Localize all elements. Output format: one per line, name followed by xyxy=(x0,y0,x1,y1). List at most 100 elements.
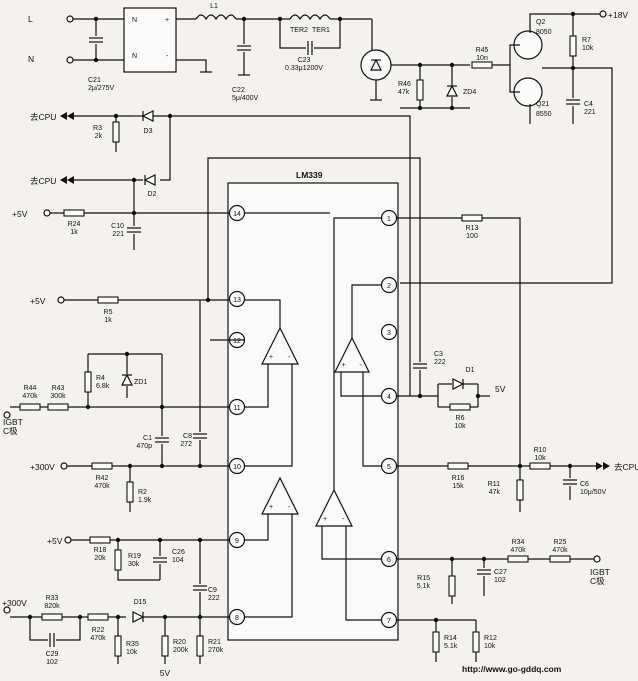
junction-dot xyxy=(131,210,137,216)
value-c22: 5μ/400V xyxy=(232,95,259,102)
ref-r14: R14 xyxy=(444,635,457,642)
ic-pin-13 xyxy=(228,290,246,308)
ic-name-label: LM339 xyxy=(296,170,323,180)
ref-c27: C27 xyxy=(494,569,507,576)
ref-r5: R5 xyxy=(104,309,113,316)
junction-dot xyxy=(337,16,343,22)
junction-dot xyxy=(277,16,283,22)
ref-r2: R2 xyxy=(138,489,147,496)
value-r21: 270k xyxy=(208,647,224,654)
terminal-circle xyxy=(593,555,601,563)
ref-c21: C21 xyxy=(88,77,101,84)
wire xyxy=(345,526,382,621)
resistor-body xyxy=(447,462,469,470)
ref-l1: L1 xyxy=(210,3,218,10)
resistor-r20 xyxy=(161,635,169,657)
resistor-body xyxy=(84,371,92,393)
terminal-5v-label-4: 5V xyxy=(160,668,171,678)
diode-triangle xyxy=(143,174,156,186)
terminal-circle xyxy=(3,411,11,419)
ref-ter2: TER2 xyxy=(290,27,308,34)
ref-c9: C9 xyxy=(208,587,217,594)
ref-r44: R44 xyxy=(24,385,37,392)
ref-zd4: ZD4 xyxy=(463,89,476,96)
junction-dot xyxy=(85,404,91,410)
resistor-r18 xyxy=(89,536,111,544)
value-r12: 10k xyxy=(484,643,496,650)
value-r19: 30k xyxy=(128,561,140,568)
lm339-ic-body xyxy=(227,182,399,641)
resistor-r5 xyxy=(97,296,119,304)
ref-r43: R43 xyxy=(52,385,65,392)
resistor-r10 xyxy=(529,462,551,470)
value-r16: 15k xyxy=(452,483,464,490)
wire xyxy=(509,44,520,65)
resistor-r33 xyxy=(41,613,63,621)
value-c29: 102 xyxy=(46,659,58,666)
bridge-plus-label: + xyxy=(165,17,169,24)
resistor-body xyxy=(126,481,134,503)
bridge-minus-label: - xyxy=(166,53,169,60)
value-c26: 104 xyxy=(172,557,184,564)
ref-c22: C22 xyxy=(232,87,245,94)
value-r46: 47k xyxy=(398,89,410,96)
wire xyxy=(244,364,293,467)
wire xyxy=(207,157,421,360)
value-r25: 470k xyxy=(552,547,568,554)
value-r4: 6.8k xyxy=(96,383,110,390)
value-r5: 1k xyxy=(104,317,112,324)
comparator-plus-sign: + xyxy=(341,362,345,369)
wire xyxy=(56,617,81,641)
ic-pin-number-7: 7 xyxy=(387,618,391,625)
resistor-body xyxy=(112,121,120,143)
resistor-r35 xyxy=(114,635,122,657)
resistor-r22 xyxy=(87,613,109,621)
resistor-r16 xyxy=(447,462,469,470)
resistor-r43 xyxy=(47,403,69,411)
bridge-n1-label: N xyxy=(132,17,137,24)
ref-r16: R16 xyxy=(452,475,465,482)
ic-pin-number-5: 5 xyxy=(387,464,391,471)
diode-triangle xyxy=(141,110,154,122)
ref-r19: R19 xyxy=(128,553,141,560)
terminal-circle xyxy=(60,462,68,470)
terminal-circle xyxy=(66,15,74,23)
resistor-r42 xyxy=(91,462,113,470)
ref-c3: C3 xyxy=(434,351,443,358)
ref-ter1: TER1 xyxy=(312,27,330,34)
igbt-label-1: IGBT xyxy=(3,417,23,427)
igbt-c-label-1: C极 xyxy=(3,426,18,436)
ref-r33: R33 xyxy=(46,595,59,602)
resistor-body xyxy=(471,61,493,69)
comparator-plus-sign: + xyxy=(323,516,327,523)
terminal-circle xyxy=(57,296,65,304)
ref-c23: C23 xyxy=(298,57,311,64)
comparator-plus-sign: + xyxy=(269,504,273,511)
value-r13: 100 xyxy=(466,233,478,240)
resistor-r45 xyxy=(471,61,493,69)
junction-dot xyxy=(417,105,423,111)
resistor-body xyxy=(91,462,113,470)
value-c9: 222 xyxy=(208,595,220,602)
resistor-r46 xyxy=(416,79,424,101)
ic-pin-number-10: 10 xyxy=(233,464,241,471)
arrow-to-cpu xyxy=(596,462,610,470)
wire xyxy=(153,115,411,396)
resistor-r11 xyxy=(516,479,524,501)
ic-pin-number-1: 1 xyxy=(387,216,391,223)
ref-d1: D1 xyxy=(466,367,475,374)
resistor-r34 xyxy=(507,555,529,563)
value-r3: 2k xyxy=(95,133,103,140)
resistor-r6 xyxy=(449,403,471,411)
ref-r22: R22 xyxy=(92,627,105,634)
ic-pin-number-13: 13 xyxy=(233,297,241,304)
ref-r13: R13 xyxy=(466,225,479,232)
value-r42: 470k xyxy=(94,483,110,490)
coil-ter xyxy=(289,14,331,21)
ref-r10: R10 xyxy=(534,447,547,454)
wire xyxy=(529,13,600,33)
value-c1: 470p xyxy=(136,443,152,450)
terminal-circle xyxy=(43,209,51,217)
value-q2: 8050 xyxy=(536,29,552,36)
